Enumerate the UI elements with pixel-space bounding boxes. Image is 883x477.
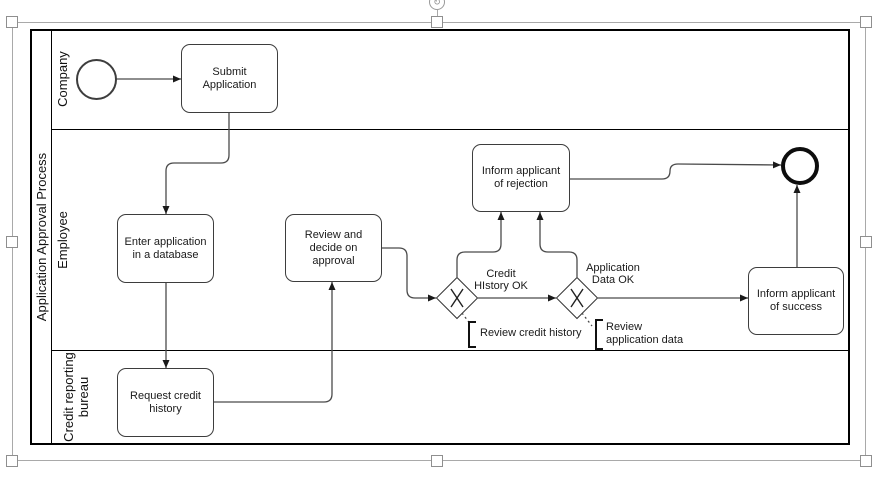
selection-handle-top-center[interactable]	[431, 16, 443, 28]
selection-handle-top-left[interactable]	[6, 16, 18, 28]
task-review-and-decide-on-approval[interactable]: Review and decide on approval	[285, 214, 382, 282]
selection-handle-top-right[interactable]	[860, 16, 872, 28]
task-inform-applicant-of-rejection[interactable]: Inform applicant of rejection	[472, 144, 570, 212]
task-inform-applicant-of-success[interactable]: Inform applicant of success	[748, 267, 844, 335]
lane-label-credit-reporting-bureau: Credit reporting bureau	[61, 352, 91, 442]
selection-handle-middle-right[interactable]	[860, 236, 872, 248]
rotate-handle-icon[interactable]: ↻	[429, 0, 445, 10]
annotation-review-application-data[interactable]: Review application data	[606, 321, 684, 346]
selection-handle-bottom-left[interactable]	[6, 455, 18, 467]
selection-handle-bottom-right[interactable]	[860, 455, 872, 467]
lane-divider-company-employee	[51, 129, 850, 130]
end-event[interactable]	[781, 147, 819, 185]
flow-label-application-data-ok: Application Data OK	[586, 262, 640, 286]
annotation-review-credit-history[interactable]: Review credit history	[480, 327, 582, 339]
lane-label-company: Company	[54, 51, 70, 107]
rotation-stem	[437, 10, 438, 17]
lane-label-employee: Employee	[54, 211, 70, 269]
lane-divider-employee-bureau	[51, 350, 850, 351]
annotation-bracket-icon	[468, 321, 476, 348]
start-event[interactable]	[76, 59, 117, 100]
flow-label-credit-history-ok: Credit HIstory OK	[474, 268, 528, 292]
task-enter-application-in-database[interactable]: Enter application in a database	[117, 214, 214, 283]
task-request-credit-history[interactable]: Request credit history	[117, 368, 214, 437]
pool-title: Application Approval Process	[33, 152, 49, 322]
selection-handle-middle-left[interactable]	[6, 236, 18, 248]
task-submit-application[interactable]: Submit Application	[181, 44, 278, 113]
selection-handle-bottom-center[interactable]	[431, 455, 443, 467]
annotation-bracket-icon	[595, 319, 603, 350]
pool-title-divider	[51, 29, 52, 445]
